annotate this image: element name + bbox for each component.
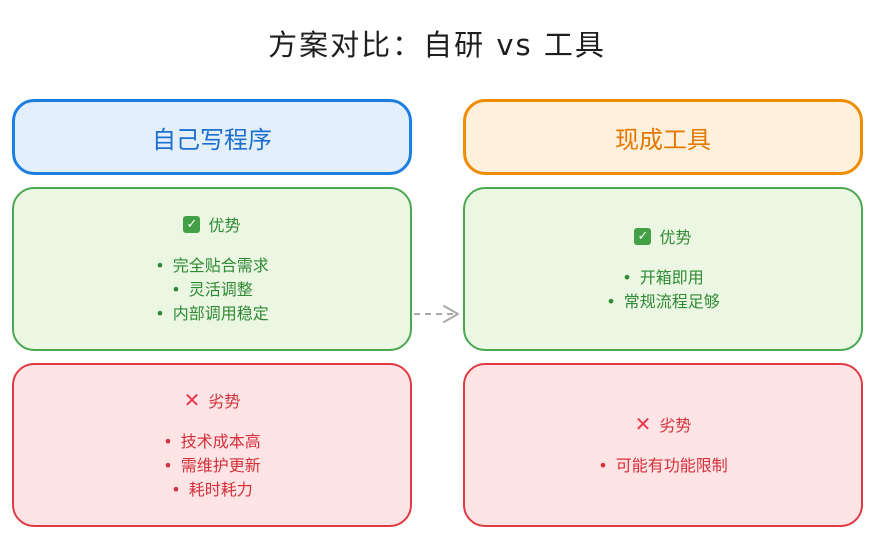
- list-item: •常规流程足够: [606, 292, 720, 311]
- list-item: •开箱即用: [622, 268, 704, 287]
- left-pros-heading: ✓ 优势: [183, 212, 241, 236]
- list-item: •完全贴合需求: [155, 256, 269, 275]
- check-box-icon: ✓: [183, 215, 201, 233]
- left-cons-list: •技术成本高 •需维护更新 •耗时耗力: [163, 430, 260, 502]
- left-pros-list: •完全贴合需求 •灵活调整 •内部调用稳定: [155, 254, 268, 326]
- list-item: •耗时耗力: [171, 480, 253, 499]
- right-pros-heading-label: 优势: [659, 228, 692, 247]
- right-cons-list: •可能有功能限制: [598, 454, 727, 478]
- cross-icon: ✕: [634, 412, 652, 436]
- cross-icon: ✕: [183, 388, 201, 412]
- check-box-icon: ✓: [634, 227, 652, 245]
- left-pros-heading-label: 优势: [208, 216, 241, 235]
- left-cons-box: ✕ 劣势 •技术成本高 •需维护更新 •耗时耗力: [12, 363, 412, 527]
- left-header-label: 自己写程序: [152, 125, 272, 154]
- comparison-arrow: [414, 305, 459, 323]
- list-item: •内部调用稳定: [155, 304, 269, 323]
- left-cons-heading: ✕ 劣势: [184, 388, 241, 412]
- right-pros-box: ✓ 优势 •开箱即用 •常规流程足够: [463, 187, 863, 351]
- right-header-box: 现成工具: [463, 99, 863, 175]
- diagram-title: 方案对比：自研 vs 工具: [268, 28, 606, 62]
- list-item: •技术成本高: [163, 432, 261, 451]
- left-pros-box: ✓ 优势 •完全贴合需求 •灵活调整 •内部调用稳定: [12, 187, 412, 351]
- right-cons-heading: ✕ 劣势: [635, 412, 692, 436]
- right-cons-heading-label: 劣势: [659, 416, 692, 435]
- list-item: •灵活调整: [171, 280, 253, 299]
- right-header-label: 现成工具: [615, 125, 711, 154]
- right-pros-list: •开箱即用 •常规流程足够: [606, 266, 719, 314]
- list-item: •需维护更新: [163, 456, 261, 475]
- left-cons-heading-label: 劣势: [208, 392, 241, 411]
- right-pros-heading: ✓ 优势: [634, 224, 692, 248]
- list-item: •可能有功能限制: [598, 456, 728, 475]
- left-header-box: 自己写程序: [12, 99, 412, 175]
- right-cons-box: ✕ 劣势 •可能有功能限制: [463, 363, 863, 527]
